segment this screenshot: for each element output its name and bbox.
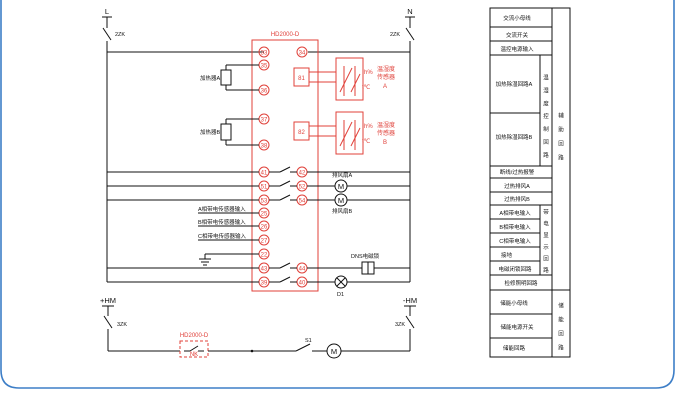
lamp-label: D1: [337, 292, 344, 298]
fan-a-label: 排风扇A: [332, 171, 353, 179]
svg-text:41: 41: [261, 171, 268, 177]
svg-text:81: 81: [298, 76, 305, 82]
controller-terminals-left: 33 35 36 37 38 41 51 53 25 26 27 22 43 3…: [258, 46, 270, 288]
breaker-right-switch: [405, 27, 415, 41]
svg-text:54: 54: [299, 199, 306, 205]
ground-icon: [199, 253, 259, 266]
svg-text:42: 42: [299, 171, 306, 177]
bottom-module-label: HD2000-D: [180, 333, 209, 339]
lock-label: DNS电磁锁: [351, 252, 380, 260]
legend-row: 温控电源输入: [500, 45, 534, 53]
hm-left: +HM 3ZK: [100, 296, 127, 351]
svg-text:A: A: [383, 84, 387, 90]
legend-group-aux: 辅助回路: [558, 112, 564, 162]
legend-row: 检修照明回路: [504, 279, 538, 287]
svg-text:传感器: 传感器: [377, 129, 395, 137]
svg-text:43: 43: [261, 267, 268, 273]
input-a-label: A相带电传感器输入: [198, 205, 246, 213]
sensor-a: h% t℃ 温湿度 传感器 A: [309, 57, 395, 101]
svg-text:M: M: [338, 196, 344, 205]
breaker-hm-left-label: 3ZK: [117, 322, 127, 328]
svg-text:22: 22: [261, 253, 268, 259]
legend-row: 断线/过热报警: [500, 168, 535, 176]
svg-text:传感器: 传感器: [377, 73, 395, 81]
breaker-hm-right-label: 3ZK: [395, 322, 405, 328]
svg-text:39: 39: [261, 281, 268, 287]
heater-a-label: 加热器A: [200, 74, 221, 82]
legend-row: 过热排风B: [504, 195, 530, 203]
heater-b-label: 加热器B: [200, 128, 221, 136]
legend-row: 加热除湿回路B: [496, 133, 533, 141]
legend-group-live: 带电显示回路: [543, 209, 549, 274]
legend-row: 储能回路: [503, 344, 526, 352]
input-b-label: B相带电传感器输入: [198, 218, 246, 226]
bus-left: L 2ZK: [102, 7, 125, 52]
controller-title: HD2000-D: [271, 32, 300, 38]
svg-text:33: 33: [261, 51, 268, 57]
legend-row: A相带电输入: [499, 209, 531, 217]
legend-row: 电磁闭锁回路: [498, 265, 532, 273]
sensor-b-label: 温湿度: [377, 121, 395, 129]
svg-text:t℃: t℃: [362, 139, 371, 145]
hm-left-label: +HM: [100, 296, 116, 305]
switch-s1-label: S1: [305, 338, 312, 344]
svg-text:34: 34: [299, 51, 306, 57]
legend-row: B相带电输入: [499, 223, 531, 231]
legend-row: 过热排风A: [504, 182, 530, 190]
sensor-a-label: 温湿度: [377, 65, 395, 73]
legend-row: 储能小母线: [500, 299, 528, 307]
svg-text:M: M: [331, 347, 337, 356]
svg-text:52: 52: [299, 185, 306, 191]
svg-text:B: B: [383, 140, 387, 146]
breaker-left-switch: [102, 27, 112, 41]
hm-right: -HM 3ZK: [395, 296, 417, 351]
svg-text:M: M: [338, 182, 344, 191]
svg-text:53: 53: [261, 199, 268, 205]
hm-right-label: -HM: [403, 296, 417, 305]
breaker-left-label: 2ZK: [115, 32, 125, 38]
svg-text:h%: h%: [364, 70, 373, 76]
legend-row: 交流小母线: [503, 14, 531, 22]
svg-text:51: 51: [261, 185, 268, 191]
svg-text:26: 26: [261, 225, 268, 231]
heater-a: 加热器A: [200, 64, 259, 91]
bus-right: N 2ZK: [390, 7, 415, 52]
input-c-label: C相带电传感器输入: [198, 232, 246, 240]
svg-text:h%: h%: [364, 124, 373, 130]
legend-table: 交流小母线 交流开关 温控电源输入 加热除湿回路A 加热除湿回路B 断线/过热报…: [489, 7, 571, 358]
fan-b-label: 排风扇B: [332, 207, 353, 215]
legend-row: C相带电输入: [499, 237, 531, 245]
legend-row: 加热除湿回路A: [496, 80, 533, 88]
legend-row: 接地: [501, 251, 513, 259]
svg-text:44: 44: [299, 267, 306, 273]
svg-text:27: 27: [261, 239, 268, 245]
card-frame: [0, 0, 675, 389]
controller-contacts: [269, 166, 297, 283]
heater-b: 加热器B: [200, 118, 259, 146]
svg-text:82: 82: [298, 130, 305, 136]
bottom-contact-label: NK: [190, 352, 198, 358]
bottom-module-box: [179, 340, 209, 358]
sensor-b: h% t℃ 温湿度 传感器 B: [309, 111, 395, 155]
svg-text:38: 38: [261, 144, 268, 150]
svg-text:25: 25: [261, 212, 268, 218]
legend-group-storage: 储能回路: [558, 302, 564, 352]
bus-left-label: L: [105, 7, 109, 16]
svg-text:t℃: t℃: [362, 85, 371, 91]
legend-row: 储能电源开关: [500, 323, 534, 331]
breaker-right-label: 2ZK: [390, 32, 400, 38]
svg-text:36: 36: [261, 89, 268, 95]
controller-terminals-right: 34 81 82 42 52 54 44 40: [293, 46, 310, 288]
switch-s1: S1: [288, 338, 327, 352]
bus-right-label: N: [407, 7, 412, 16]
svg-text:40: 40: [299, 281, 306, 287]
svg-text:35: 35: [261, 64, 268, 70]
lamp-icon: [334, 275, 348, 289]
legend-group-temp: 温湿度控制回路: [543, 74, 549, 159]
controller-box: [251, 39, 319, 292]
svg-text:37: 37: [261, 118, 268, 124]
legend-row: 交流开关: [506, 31, 529, 39]
